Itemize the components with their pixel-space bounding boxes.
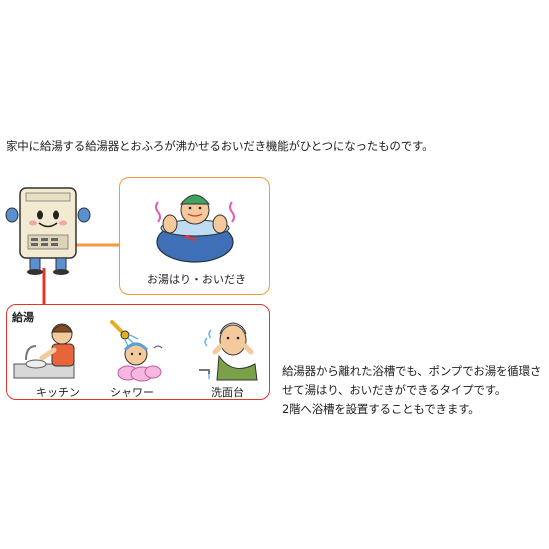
shower-illustration bbox=[110, 320, 163, 382]
location-label-washbasin: 洗面台 bbox=[211, 386, 244, 399]
description-line-3: 2階へ浴槽を設置することもできます。 bbox=[282, 402, 480, 416]
kitchen-illustration bbox=[13, 323, 75, 379]
bathtub-person-illustration bbox=[155, 194, 235, 263]
washbasin-illustration bbox=[199, 322, 258, 381]
water-heater-character bbox=[5, 187, 91, 275]
kyuto-caption: 給湯 bbox=[12, 311, 34, 324]
description-text: 給湯器から離れた浴槽でも、ポンプでお湯を循環さ せて湯はり、おいだきができるタイ… bbox=[282, 362, 544, 419]
description-line-1: 給湯器から離れた浴槽でも、ポンプでお湯を循環さ bbox=[282, 364, 542, 378]
location-label-kitchen: キッチン bbox=[36, 386, 80, 399]
intro-text: 家中に給湯する給湯器とおふろが沸かせるおいだき機能がひとつになったものです。 bbox=[6, 139, 434, 153]
location-label-shower: シャワー bbox=[110, 386, 154, 399]
ohuro-caption: お湯はり・おいだき bbox=[147, 273, 246, 286]
description-line-2: せて湯はり、おいだきができるタイプです。 bbox=[282, 383, 507, 397]
